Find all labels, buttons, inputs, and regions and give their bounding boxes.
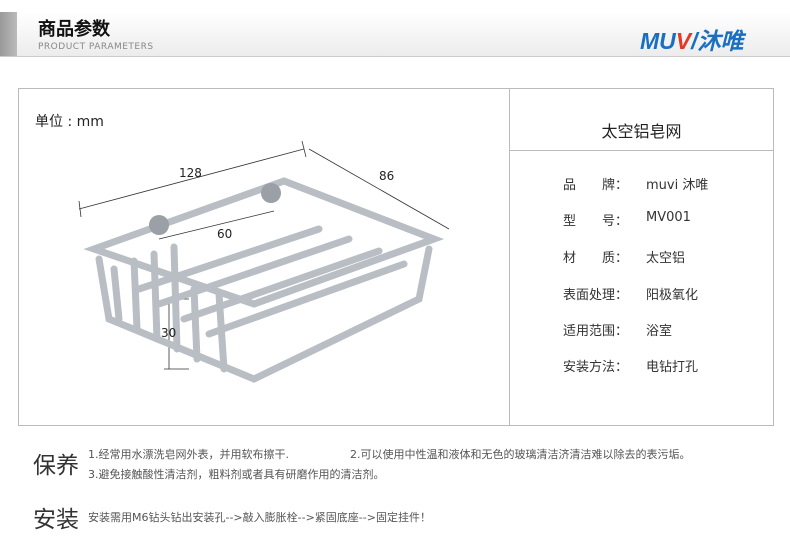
care-item: 3.避免接触酸性清洁剂，粗料剂或者具有研磨作用的清洁剂。	[88, 468, 385, 481]
section-header: 商品参数 PRODUCT PARAMETERS	[0, 12, 790, 57]
product-title: 太空铝皂网	[510, 89, 773, 151]
spec-table: 单位 : mm 128 86 60 30 太空铝皂网 品 牌：muvi 沐唯 型…	[18, 88, 774, 426]
care-item: 2.可以使用中性温和液体和无色的玻璃清洁济清洁难以除去的表污垢。	[350, 448, 691, 461]
dim-spacing: 60	[217, 227, 233, 241]
install-heading: 安装	[33, 507, 79, 533]
section-title: 商品参数	[38, 19, 110, 40]
spec-panel: 太空铝皂网 品 牌：muvi 沐唯 型 号：MV001 材 质：太空铝 表面处理…	[510, 89, 773, 425]
dim-length: 128	[179, 166, 202, 180]
brand-logo: MUV/沐唯	[640, 28, 744, 54]
section-subtitle: PRODUCT PARAMETERS	[38, 42, 154, 52]
care-heading: 保养	[33, 453, 79, 479]
unit-label: 单位 : mm	[35, 114, 104, 130]
soap-basket-illustration	[78, 140, 450, 383]
dim-width: 86	[379, 169, 395, 183]
care-item: 1.经常用水漂洗皂网外表，并用软布擦干.	[88, 448, 289, 461]
product-diagram: 单位 : mm 128 86 60 30	[19, 89, 510, 425]
dim-height: 30	[161, 326, 177, 340]
header-accent-bar	[0, 12, 17, 56]
install-text: 安装需用M6钻头钻出安装孔-->敲入膨胀栓-->紧固底座-->固定挂件！	[88, 511, 431, 524]
